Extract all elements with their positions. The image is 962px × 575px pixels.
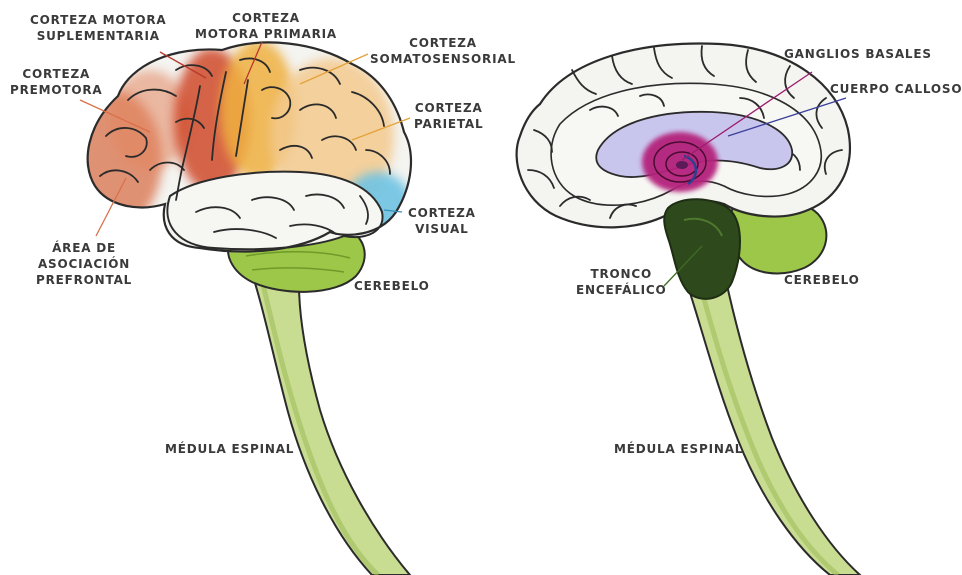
label-line: MOTORA PRIMARIA — [195, 26, 337, 42]
basal-ganglia — [642, 132, 718, 192]
label-line: SUPLEMENTARIA — [30, 28, 167, 44]
label-supplementary-motor-cortex: CORTEZA MOTORA SUPLEMENTARIA — [30, 12, 167, 44]
label-line: PREFRONTAL — [36, 272, 132, 288]
label-line: CEREBELO — [354, 278, 430, 294]
label-line: ÁREA DE — [36, 240, 132, 256]
label-medial-spinal-cord: MÉDULA ESPINAL — [614, 441, 743, 457]
lateral-brain — [62, 40, 412, 575]
label-line: CORTEZA — [10, 66, 103, 82]
label-premotor-cortex: CORTEZA PREMOTORA — [10, 66, 103, 98]
medial-brain — [517, 44, 860, 575]
label-lateral-spinal-cord: MÉDULA ESPINAL — [165, 441, 294, 457]
label-medial-cerebellum: CEREBELO — [784, 272, 860, 288]
label-line: ENCEFÁLICO — [576, 282, 666, 298]
label-parietal-cortex: CORTEZA PARIETAL — [414, 100, 483, 132]
label-somatosensory-cortex: CORTEZA SOMATOSENSORIAL — [370, 35, 516, 67]
label-lateral-cerebellum: CEREBELO — [354, 278, 430, 294]
label-line: CORTEZA — [408, 205, 476, 221]
label-line: MÉDULA ESPINAL — [614, 441, 743, 457]
label-line: CORTEZA MOTORA — [30, 12, 167, 28]
label-basal-ganglia: GANGLIOS BASALES — [784, 46, 932, 62]
label-line: CORTEZA — [414, 100, 483, 116]
label-line: GANGLIOS BASALES — [784, 46, 932, 62]
brainstem — [664, 199, 740, 299]
lateral-spinal-cord — [248, 262, 410, 575]
label-visual-cortex: CORTEZA VISUAL — [408, 205, 476, 237]
label-line: TRONCO — [576, 266, 666, 282]
label-line: VISUAL — [408, 221, 476, 237]
label-line: ASOCIACIÓN — [36, 256, 132, 272]
label-line: CORTEZA — [195, 10, 337, 26]
label-prefrontal-association-area: ÁREA DE ASOCIACIÓN PREFRONTAL — [36, 240, 132, 288]
label-line: PREMOTORA — [10, 82, 103, 98]
label-line: CEREBELO — [784, 272, 860, 288]
label-line: MÉDULA ESPINAL — [165, 441, 294, 457]
label-corpus-callosum: CUERPO CALLOSO — [830, 81, 962, 97]
label-primary-motor-cortex: CORTEZA MOTORA PRIMARIA — [195, 10, 337, 42]
label-line: CUERPO CALLOSO — [830, 81, 962, 97]
label-line: CORTEZA — [370, 35, 516, 51]
label-brainstem: TRONCO ENCEFÁLICO — [576, 266, 666, 298]
label-line: PARIETAL — [414, 116, 483, 132]
label-line: SOMATOSENSORIAL — [370, 51, 516, 67]
